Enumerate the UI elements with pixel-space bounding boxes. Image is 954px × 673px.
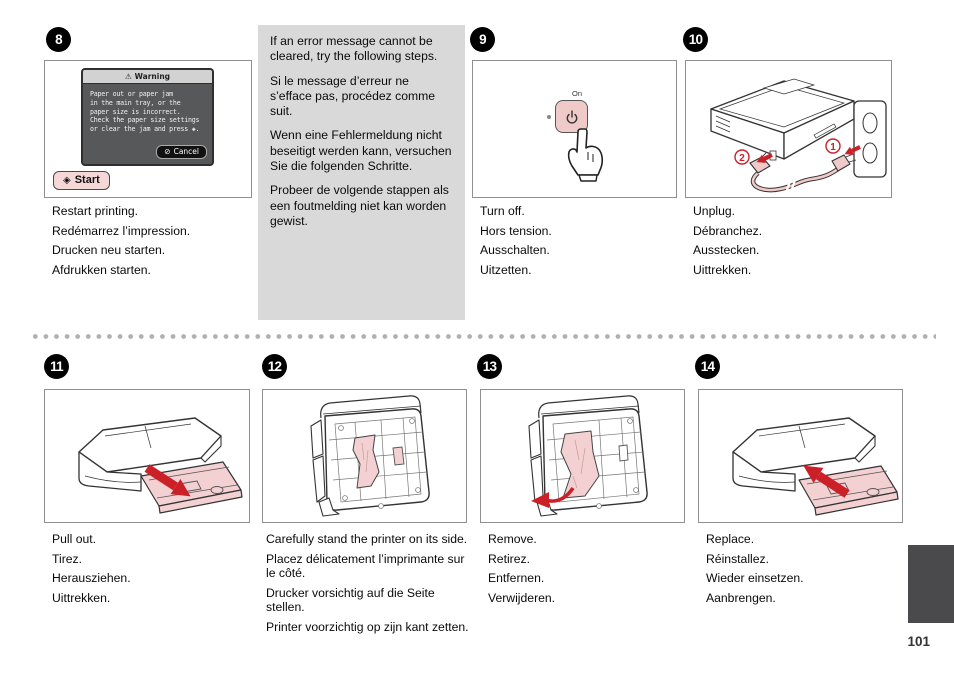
caption-de: Ausstecken. bbox=[693, 243, 760, 258]
step-8-illustration-frame: ⚠ Warning Paper out or paper jam in the … bbox=[44, 60, 252, 198]
lcd-message-line: Paper out or paper jam bbox=[90, 90, 173, 98]
printer-tray-in-illustration bbox=[732, 417, 899, 516]
lcd-warning-titlebar: ⚠ Warning bbox=[83, 70, 212, 84]
step-11-illustration-frame bbox=[44, 389, 250, 523]
caption-en: Pull out. bbox=[52, 532, 97, 546]
note-nl: Probeer de volgende stappen als een fout… bbox=[270, 183, 449, 228]
caption-nl: Aanbrengen. bbox=[706, 591, 776, 606]
note-block: If an error message cannot be cleared, t… bbox=[258, 25, 465, 320]
step-12-illustration-frame bbox=[262, 389, 467, 523]
lcd-cancel-button: ⊘ Cancel bbox=[156, 145, 207, 159]
lcd-message-line: Check the paper size settings bbox=[90, 116, 200, 125]
note-en: If an error message cannot be cleared, t… bbox=[270, 34, 438, 64]
printer-remove-paper-illustration bbox=[528, 395, 648, 517]
unplug-arrow-2 bbox=[756, 153, 773, 163]
step-14-badge: 14 bbox=[695, 354, 720, 379]
cancel-icon: ⊘ bbox=[164, 147, 171, 156]
step-13-illustration-frame bbox=[480, 389, 685, 523]
caption-fr: Débranchez. bbox=[693, 223, 763, 238]
step-11-captions: Pull out. Tirez. Herausziehen. Uittrekke… bbox=[52, 532, 252, 611]
caption-fr: Placez délicatement l’imprimante sur le … bbox=[266, 551, 465, 580]
caption-de: Entfernen. bbox=[488, 571, 545, 586]
caption-nl: Verwijderen. bbox=[488, 591, 556, 606]
note-fr: Si le message d’erreur ne s’efface pas, … bbox=[270, 73, 436, 119]
caption-de: Wieder einsetzen. bbox=[706, 571, 804, 586]
power-icon bbox=[566, 109, 577, 124]
dotted-divider bbox=[30, 334, 936, 339]
lcd-message: Paper out or paper jam in the main tray,… bbox=[83, 84, 212, 134]
caption-nl: Printer voorzichtig op zijn kant zetten. bbox=[266, 619, 469, 634]
caption-fr: Retirez. bbox=[488, 551, 530, 566]
power-on-label: On bbox=[572, 89, 583, 98]
caption-nl: Uitzetten. bbox=[480, 263, 532, 278]
caption-fr: Réinstallez. bbox=[706, 551, 769, 566]
printer-on-side-illustration bbox=[310, 395, 430, 517]
lcd-cancel-label: Cancel bbox=[173, 147, 199, 156]
step-9-captions: Turn off. Hors tension. Ausschalten. Uit… bbox=[480, 204, 680, 283]
step-9-illustration-frame: On bbox=[472, 60, 677, 198]
caption-nl: Afdrukken starten. bbox=[52, 263, 151, 278]
lcd-message-line: paper size is incorrect. bbox=[90, 107, 181, 116]
caption-en: Turn off. bbox=[480, 204, 525, 218]
unplug-arrow-1 bbox=[844, 145, 861, 155]
step-14-illustration-frame bbox=[698, 389, 903, 523]
caption-en: Remove. bbox=[488, 532, 537, 546]
power-led-icon bbox=[547, 115, 551, 119]
caption-nl: Uittrekken. bbox=[693, 263, 752, 278]
chapter-tab bbox=[908, 545, 954, 623]
step-10-captions: Unplug. Débranchez. Ausstecken. Uittrekk… bbox=[693, 204, 893, 283]
lcd-message-line: or clear the jam and press ◈. bbox=[90, 125, 200, 134]
page-number: 101 bbox=[907, 634, 930, 649]
caption-en: Unplug. bbox=[693, 204, 736, 218]
step-8-badge: 8 bbox=[46, 27, 71, 52]
caption-nl: Uittrekken. bbox=[52, 591, 111, 606]
step-13-badge: 13 bbox=[477, 354, 502, 379]
printer-unplug-illustration: 2 1 bbox=[710, 78, 887, 194]
step-12-captions: Carefully stand the printer on its side.… bbox=[266, 532, 470, 639]
step-14-captions: Replace. Réinstallez. Wieder einsetzen. … bbox=[706, 532, 906, 611]
caption-en: Carefully stand the printer on its side. bbox=[266, 532, 468, 546]
printer-tray-out-illustration bbox=[78, 417, 243, 514]
caption-fr: Redémarrez l’impression. bbox=[52, 223, 191, 238]
step-10-illustration-frame: 2 1 bbox=[685, 60, 892, 198]
unplug-step-1-label: 1 bbox=[830, 142, 836, 153]
step-8-captions: Restart printing. Redémarrez l’impressio… bbox=[52, 204, 252, 283]
printer-lcd-screen: ⚠ Warning Paper out or paper jam in the … bbox=[81, 68, 214, 166]
step-11-badge: 11 bbox=[44, 354, 69, 379]
start-button-label: Start bbox=[74, 174, 100, 186]
power-button-illustration: On bbox=[545, 89, 625, 193]
hand-cursor-icon bbox=[567, 128, 604, 182]
caption-de: Herausziehen. bbox=[52, 571, 131, 586]
power-button bbox=[555, 100, 588, 133]
lcd-message-line: in the main tray, or the bbox=[90, 98, 181, 107]
lcd-warning-title: Warning bbox=[134, 72, 171, 81]
step-10-badge: 10 bbox=[683, 27, 708, 52]
step-9-badge: 9 bbox=[470, 27, 495, 52]
caption-fr: Hors tension. bbox=[480, 223, 552, 238]
caption-en: Replace. bbox=[706, 532, 755, 546]
push-in-arrow bbox=[803, 465, 850, 498]
caption-fr: Tirez. bbox=[52, 551, 83, 566]
caption-de: Drucker vorsichtig auf die Seite stellen… bbox=[266, 585, 435, 614]
caption-de: Ausschalten. bbox=[480, 243, 550, 258]
step-12-badge: 12 bbox=[262, 354, 287, 379]
caption-en: Restart printing. bbox=[52, 204, 139, 218]
note-de: Wenn eine Fehlermeldung nicht beseitigt … bbox=[270, 128, 452, 174]
start-icon: ◈ bbox=[63, 174, 71, 186]
step-13-captions: Remove. Retirez. Entfernen. Verwijderen. bbox=[488, 532, 688, 611]
caption-de: Drucken neu starten. bbox=[52, 243, 166, 258]
start-button: ◈ Start bbox=[53, 171, 110, 190]
pull-out-arrow bbox=[144, 464, 191, 497]
unplug-step-2-label: 2 bbox=[739, 153, 745, 164]
warning-icon: ⚠ bbox=[124, 72, 132, 81]
